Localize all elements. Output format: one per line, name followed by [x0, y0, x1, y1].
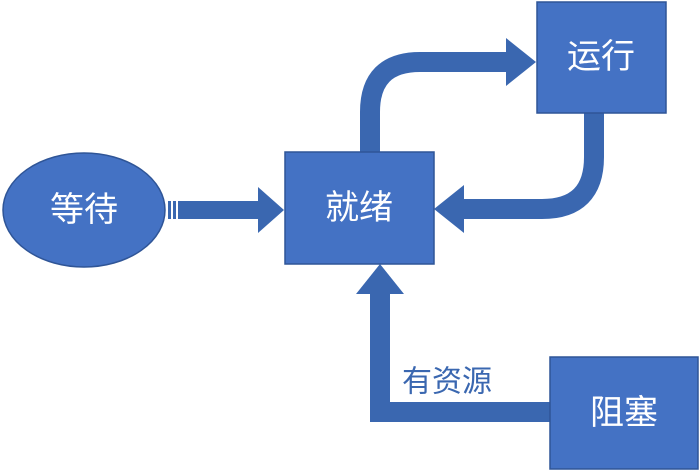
node-waiting: 等待: [2, 152, 166, 268]
node-running: 运行: [536, 1, 667, 114]
arrow-blocked-to-ready: [356, 264, 550, 422]
node-blocked: 阻塞: [549, 356, 699, 470]
node-running-label: 运行: [567, 37, 635, 77]
arrow-waiting-to-ready: [168, 187, 284, 233]
node-ready: 就绪: [284, 151, 435, 265]
node-ready-label: 就绪: [325, 188, 393, 228]
arrow-ready-to-running: [360, 38, 536, 152]
node-blocked-label: 阻塞: [590, 393, 658, 433]
node-waiting-label: 等待: [50, 190, 118, 230]
arrow-running-to-ready: [434, 113, 604, 233]
edge-label-has-resource: 有资源: [402, 365, 492, 400]
